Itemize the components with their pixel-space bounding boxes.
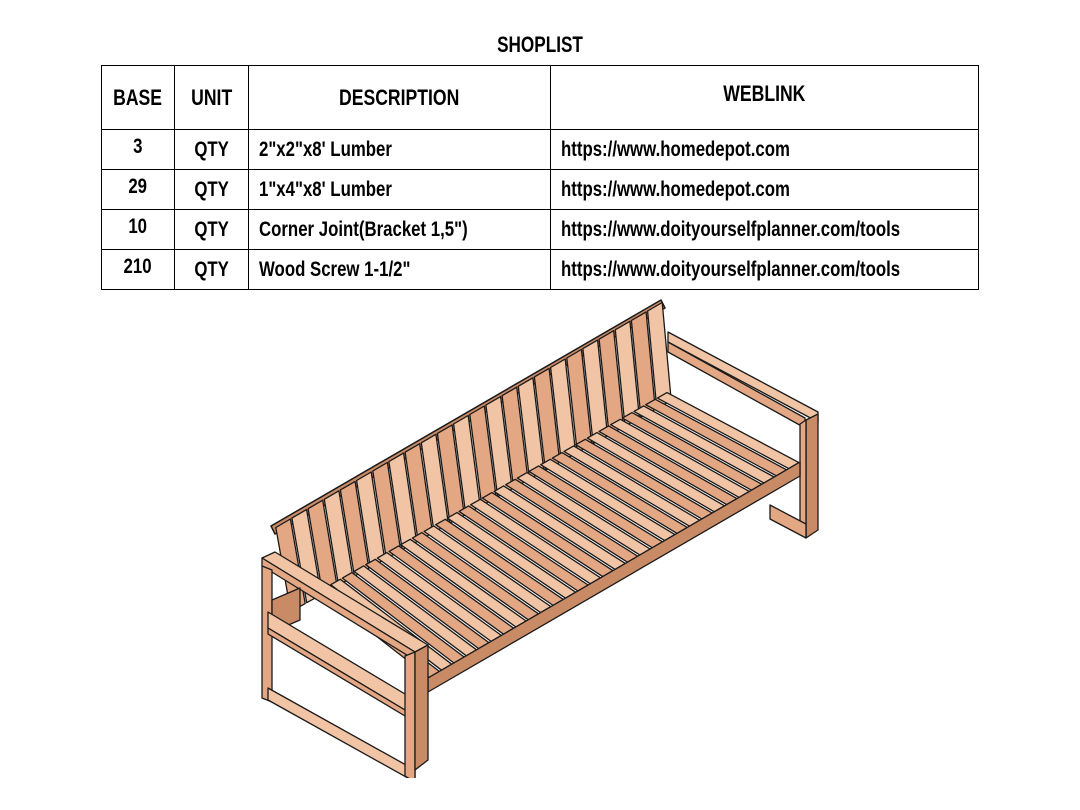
header-description: DESCRIPTION [248,65,551,130]
cell-description: Wood Screw 1-1/2" [248,249,551,290]
cell-description: 1"x4"x8' Lumber [248,169,551,210]
left-armrest [261,551,429,778]
cell-base: 3 [101,129,175,170]
right-armrest [667,331,819,539]
table-row: 29 QTY 1"x4"x8' Lumber https://www.homed… [101,169,979,210]
cell-unit: QTY [174,209,249,250]
lower-rail [769,504,807,539]
page-title: SHOPLIST [497,32,583,57]
back-slat [339,480,370,577]
table-row: 3 QTY 2"x2"x8' Lumber https://www.homede… [101,129,979,170]
lower-rail [267,687,416,778]
table-header-row: BASE UNIT DESCRIPTION WEBLINK [101,65,979,130]
cell-unit: QTY [174,249,249,290]
leg-side [799,419,807,539]
leg-front [414,644,429,771]
cell-unit: QTY [174,169,249,210]
header-weblink: WEBLINK [550,65,979,130]
leg-front [805,413,819,539]
cell-base: 210 [101,249,175,290]
cell-weblink[interactable]: https://www.homedepot.com [550,129,979,170]
sofa-illustration [261,299,819,778]
cell-description: 2"x2"x8' Lumber [248,129,551,170]
shoplist-table: BASE UNIT DESCRIPTION WEBLINK 3 QTY 2"x2… [101,65,979,290]
cell-weblink[interactable]: https://www.doityourselfplanner.com/tool… [550,249,979,290]
table-row: 10 QTY Corner Joint(Bracket 1,5") https:… [101,209,979,250]
cell-weblink[interactable]: https://www.doityourselfplanner.com/tool… [550,209,979,250]
header-base: BASE [101,65,175,130]
cell-base: 10 [101,209,175,250]
header-unit: UNIT [174,65,249,130]
cell-unit: QTY [174,129,249,170]
table-row: 210 QTY Wood Screw 1-1/2" https://www.do… [101,249,979,290]
leg-front-side [404,651,416,778]
cell-description: Corner Joint(Bracket 1,5") [248,209,551,250]
cell-weblink[interactable]: https://www.homedepot.com [550,169,979,210]
cell-base: 29 [101,169,175,210]
